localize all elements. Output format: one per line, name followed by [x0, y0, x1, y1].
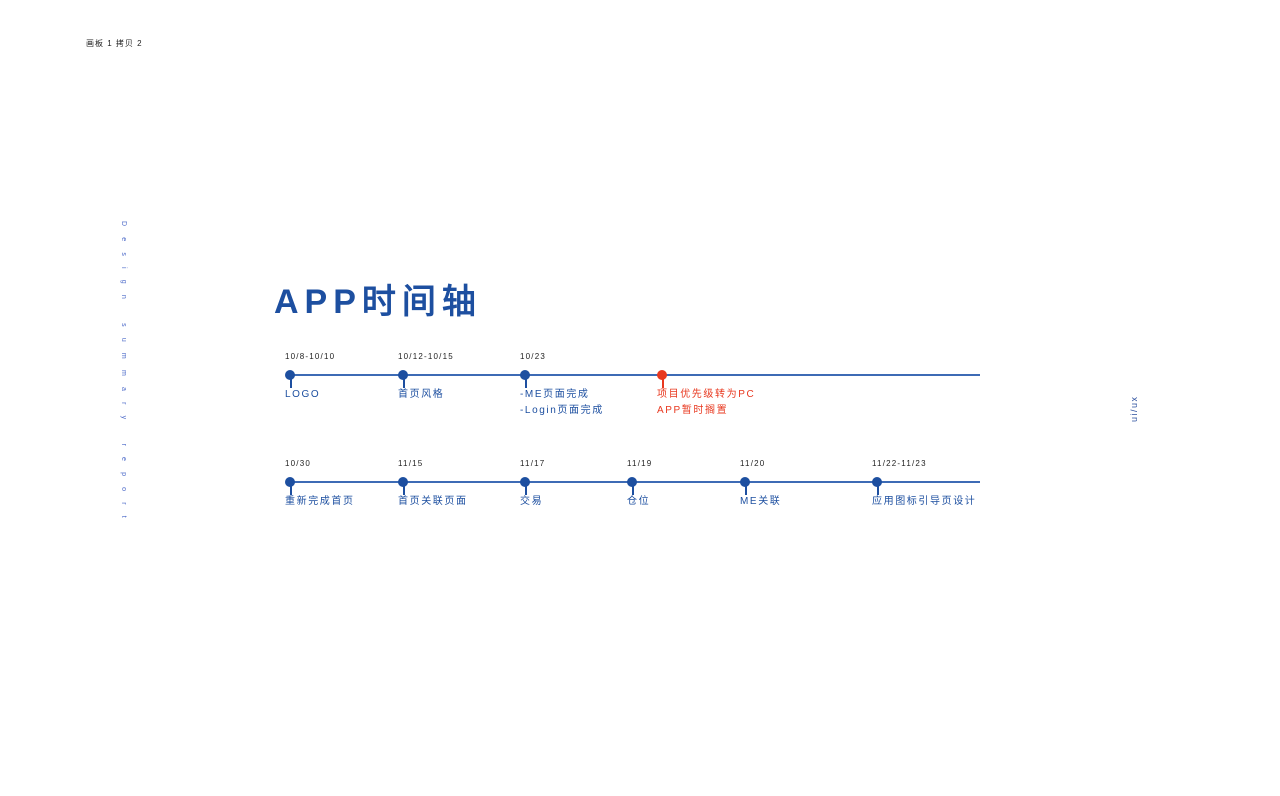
- milestone-label: APP暂时搁置: [657, 405, 729, 416]
- milestone-dot-icon: [520, 370, 530, 380]
- milestone-date: 11/22-11/23: [872, 459, 927, 468]
- artboard-label: 画板 1 拷贝 2: [86, 39, 143, 48]
- milestone-date: 10/30: [285, 459, 312, 468]
- milestone-stem: [662, 378, 664, 388]
- milestone-label: 首页风格: [398, 389, 445, 400]
- milestone-label: LOGO: [285, 389, 321, 400]
- milestone-label: 仓位: [627, 496, 651, 507]
- milestone-alert-dot-icon: [657, 370, 667, 380]
- milestone-label: 项目优先级转为PC: [657, 389, 756, 400]
- milestone-label: ME关联: [740, 496, 782, 507]
- milestone-stem: [525, 485, 527, 495]
- milestone-stem: [877, 485, 879, 495]
- milestone-label: -ME页面完成: [520, 389, 590, 400]
- milestone-label: 交易: [520, 496, 544, 507]
- milestone-dot-icon: [520, 477, 530, 487]
- milestone-date: 11/19: [627, 459, 653, 468]
- milestone-stem: [290, 378, 292, 388]
- milestone-stem: [290, 485, 292, 495]
- milestone-stem: [403, 485, 405, 495]
- milestone-stem: [632, 485, 634, 495]
- milestone-date: 11/15: [398, 459, 424, 468]
- milestone-dot-icon: [872, 477, 882, 487]
- page-title: APP时间轴: [274, 283, 482, 321]
- timeline-track-1: [290, 374, 980, 376]
- milestone-date: 10/12-10/15: [398, 352, 454, 361]
- milestone-dot-icon: [398, 477, 408, 487]
- milestone-date: 11/17: [520, 459, 546, 468]
- milestone-dot-icon: [740, 477, 750, 487]
- milestone-dot-icon: [285, 477, 295, 487]
- milestone-date: 10/8-10/10: [285, 352, 336, 361]
- milestone-label: 首页关联页面: [398, 496, 468, 507]
- side-vertical-caption: Design summary report: [120, 221, 127, 529]
- side-discipline-tag: ui/ux: [1129, 395, 1139, 422]
- milestone-label: 重新完成首页: [285, 496, 355, 507]
- milestone-dot-icon: [285, 370, 295, 380]
- milestone-label: 应用图标引导页设计: [872, 496, 977, 507]
- milestone-stem: [525, 378, 527, 388]
- milestone-dot-icon: [627, 477, 637, 487]
- milestone-dot-icon: [398, 370, 408, 380]
- milestone-date: 10/23: [520, 352, 547, 361]
- milestone-date: 11/20: [740, 459, 766, 468]
- milestone-stem: [745, 485, 747, 495]
- milestone-stem: [403, 378, 405, 388]
- milestone-label: -Login页面完成: [520, 405, 604, 416]
